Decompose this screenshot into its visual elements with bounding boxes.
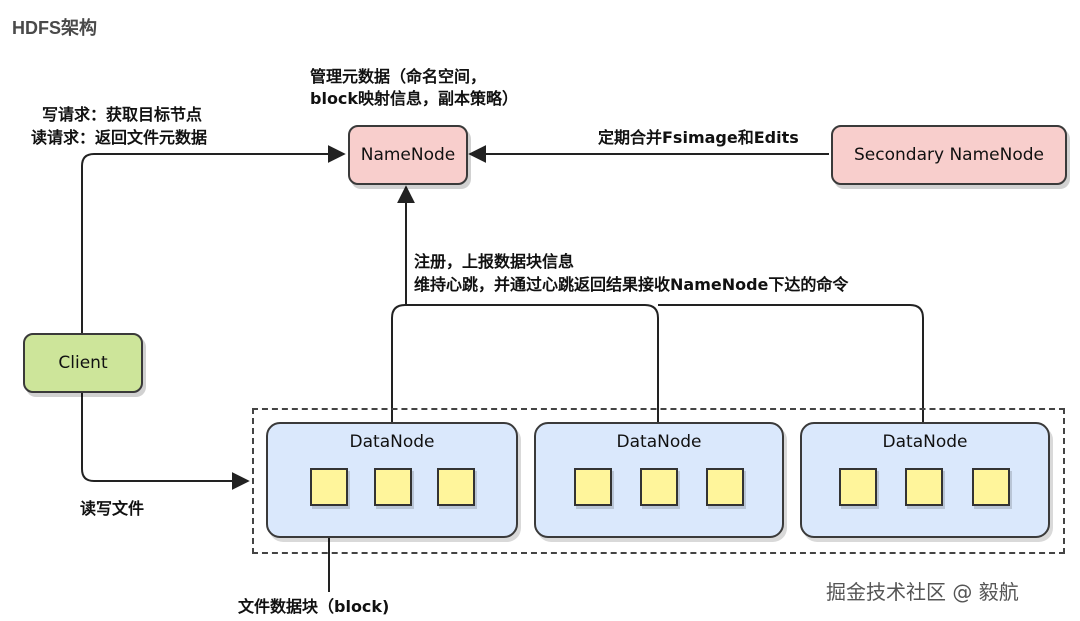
datanode-edge-label-line2: 维持心跳，并通过心跳返回结果接收NameNode下达的命令 [414, 275, 849, 294]
data-block [706, 468, 744, 506]
data-block [972, 468, 1010, 506]
client-to-datanode-arrow [81, 389, 250, 490]
datanode-3-heartbeat-line [658, 304, 924, 422]
read-request-label: 读请求：返回文件元数据 [31, 128, 208, 147]
block-label: 文件数据块（block) [238, 597, 390, 616]
data-block [374, 468, 412, 506]
client-to-namenode-arrow [81, 145, 346, 333]
namenode-note-line1: 管理元数据（命名空间， [310, 67, 487, 86]
data-block [905, 468, 943, 506]
namenode-note-line2: block映射信息，副本策略） [310, 89, 519, 108]
namenode-box: NameNode [348, 125, 468, 185]
data-block [640, 468, 678, 506]
diagram-title: HDFS架构 [12, 18, 97, 38]
data-block [437, 468, 475, 506]
datanode-label: DataNode [616, 432, 702, 452]
datanode-cluster [252, 408, 1065, 554]
datanode-edge-label-line1: 注册，上报数据块信息 [414, 252, 575, 271]
client-box: Client [23, 333, 143, 393]
datanode-label: DataNode [349, 432, 435, 452]
data-block [310, 468, 348, 506]
data-block [574, 468, 612, 506]
secondary-namenode-box: Secondary NameNode [831, 125, 1067, 185]
secondary-edge-label: 定期合并Fsimage和Edits [598, 128, 799, 147]
read-write-file-label: 读写文件 [80, 499, 145, 518]
data-block [839, 468, 877, 506]
datanode-1-heartbeat-line [391, 304, 659, 422]
watermark: 掘金技术社区 @ 毅航 [826, 580, 1019, 604]
datanode-label: DataNode [882, 432, 968, 452]
datanode-box-1: DataNode [266, 422, 518, 538]
datanode-box-2: DataNode [534, 422, 784, 538]
datanode-box-3: DataNode [800, 422, 1050, 538]
write-request-label: 写请求：获取目标节点 [42, 105, 203, 124]
